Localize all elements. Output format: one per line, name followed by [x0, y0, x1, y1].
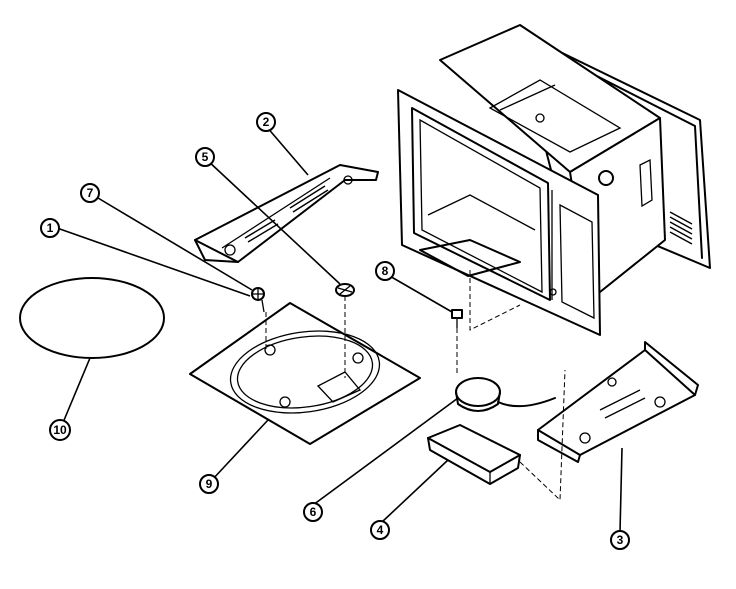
svg-text:5: 5: [202, 150, 209, 164]
callout-9: 9: [199, 474, 219, 494]
glass-tray: [19, 277, 165, 359]
oven-cavity: [397, 24, 711, 336]
callout-1: 1: [40, 218, 60, 238]
svg-text:3: 3: [617, 533, 624, 547]
svg-text:7: 7: [87, 186, 94, 200]
callout-7: 7: [80, 183, 100, 203]
floor-plate: [189, 302, 421, 445]
svg-text:10: 10: [53, 423, 67, 437]
leader-lines: [56, 125, 623, 533]
callout-5: 5: [195, 147, 215, 167]
svg-text:8: 8: [382, 264, 389, 278]
base-plate: [537, 341, 699, 463]
top-bracket: [194, 164, 379, 263]
svg-text:4: 4: [377, 523, 384, 537]
svg-text:9: 9: [206, 477, 213, 491]
svg-text:2: 2: [263, 115, 270, 129]
thermal-cutout: [251, 287, 265, 313]
screw: [451, 309, 463, 328]
svg-text:1: 1: [47, 221, 54, 235]
callout-3: 3: [610, 530, 630, 550]
vent-grille: [669, 211, 693, 245]
turntable-motor: [455, 377, 556, 412]
coupler: [335, 283, 355, 297]
motor-cover: [427, 424, 521, 485]
callout-8: 8: [375, 261, 395, 281]
callout-2: 2: [256, 112, 276, 132]
assembly-lines: [265, 270, 566, 502]
callout-6: 6: [303, 502, 323, 522]
svg-text:6: 6: [310, 505, 317, 519]
callout-10: 10: [49, 419, 71, 441]
callout-4: 4: [370, 520, 390, 540]
